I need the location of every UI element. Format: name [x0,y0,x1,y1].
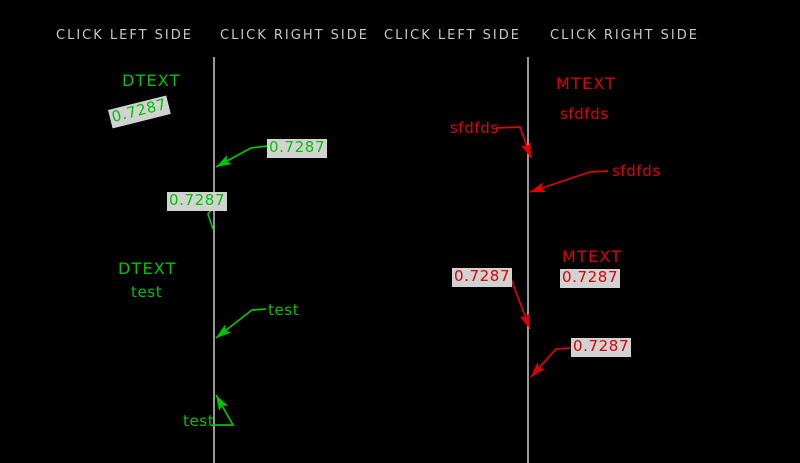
red-leader-sfdfds-left [495,126,532,159]
mtext-sfdfds-plain: sfdfds [560,105,609,123]
red-leader-sfdfds-right [529,170,609,193]
red-leader-value-right [530,347,571,378]
mtext-value-plain[interactable]: 0.7287 [560,268,621,288]
header-click-left-side-2: CLICK LEFT SIDE [384,28,521,43]
header-click-right-side-2: CLICK RIGHT SIDE [550,28,699,43]
dtext-test-label-right[interactable]: test [268,301,300,319]
green-leader-top [215,145,268,168]
dtext-title-top: DTEXT [122,71,181,90]
dtext-test-plain: test [131,283,163,301]
mtext-value-label-left[interactable]: 0.7287 [452,267,513,287]
header-click-left-side-1: CLICK LEFT SIDE [56,28,193,43]
mtext-sfdfds-label-left[interactable]: sfdfds [450,119,499,137]
green-leader-test-bottom [212,394,235,426]
green-leader-test [215,308,267,339]
mtext-sfdfds-label-right[interactable]: sfdfds [612,162,661,180]
mtext-title-top: MTEXT [556,74,617,93]
dtext-value-label-straddle[interactable]: 0.7287 [167,191,228,211]
dtext-value-label-right[interactable]: 0.7287 [267,138,328,158]
dtext-test-label-bottom[interactable]: test [183,412,215,430]
header-click-right-side-1: CLICK RIGHT SIDE [220,28,369,43]
mtext-title-bottom: MTEXT [562,247,623,266]
dtext-title-bottom: DTEXT [118,259,177,278]
mtext-value-label-right[interactable]: 0.7287 [571,337,632,357]
